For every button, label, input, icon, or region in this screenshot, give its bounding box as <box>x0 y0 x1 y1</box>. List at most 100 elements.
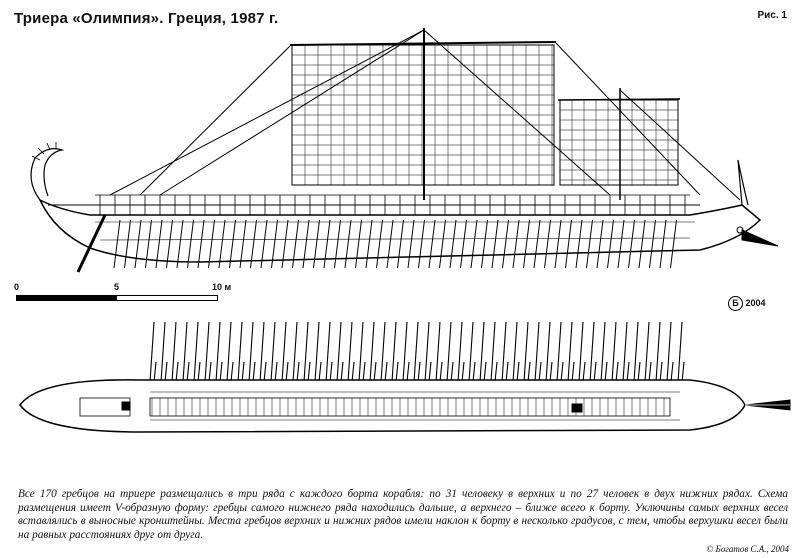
plan-oar <box>259 321 265 383</box>
side-oar <box>302 219 310 269</box>
plan-oar <box>303 321 309 383</box>
plan-oar <box>622 321 628 383</box>
side-oar <box>250 219 257 269</box>
side-oar <box>344 219 352 269</box>
plan-oar <box>413 321 419 383</box>
side-oar <box>449 219 457 269</box>
side-oar <box>460 219 467 269</box>
plan-oar <box>270 321 276 383</box>
side-oar <box>281 219 289 269</box>
plan-oar <box>380 321 386 383</box>
plan-oar <box>391 321 397 383</box>
side-view <box>30 28 779 273</box>
scale-bar: 0 5 10 м <box>14 282 244 312</box>
side-oar <box>670 219 677 269</box>
side-oar <box>208 219 215 269</box>
plan-oar <box>281 321 287 383</box>
scale-bar-graphic <box>16 295 218 301</box>
fore-sail <box>559 99 679 186</box>
side-oar <box>292 219 299 269</box>
plan-oar <box>325 321 331 383</box>
side-oar <box>565 219 572 269</box>
author-signature: Б 2004 <box>728 296 766 311</box>
plan-oar <box>435 321 441 383</box>
plan-oar <box>446 321 452 383</box>
side-oar <box>491 219 499 269</box>
plan-oar <box>523 321 529 383</box>
signature-year: 2004 <box>745 297 766 308</box>
side-oar <box>428 219 436 269</box>
side-oar <box>397 219 404 269</box>
plan-oar <box>545 321 551 383</box>
side-oar <box>628 219 635 269</box>
side-oar <box>596 219 604 269</box>
plan-oar <box>501 321 507 383</box>
plan-oar <box>358 321 364 383</box>
scale-label-0: 0 <box>14 282 20 292</box>
side-oar <box>439 219 446 269</box>
side-oar <box>271 219 278 269</box>
scale-label-10: 10 м <box>212 282 232 292</box>
side-oar <box>197 219 205 269</box>
plan-oar <box>424 321 430 383</box>
plan-oar <box>567 321 573 383</box>
side-oar <box>407 219 415 269</box>
side-oar <box>470 219 478 269</box>
plan-oar <box>292 321 298 383</box>
plan-oar <box>611 321 617 383</box>
plan-oar <box>490 321 496 383</box>
plan-oar <box>347 321 353 383</box>
plan-oar <box>677 321 683 383</box>
side-oar <box>260 219 268 269</box>
plan-oar <box>248 321 254 383</box>
plan-oar <box>237 321 243 383</box>
side-oar <box>355 219 362 269</box>
plan-oar <box>193 321 199 383</box>
plan-oar <box>644 321 650 383</box>
side-oar <box>586 219 593 269</box>
side-oar <box>617 219 625 269</box>
side-oar <box>134 219 142 269</box>
plan-oar <box>182 321 188 383</box>
side-oar <box>376 219 383 269</box>
side-oar <box>218 219 226 269</box>
plan-oar <box>479 321 485 383</box>
plan-oar <box>226 321 232 383</box>
plan-oar <box>204 321 210 383</box>
plan-oar <box>171 321 177 383</box>
side-oar <box>155 219 163 269</box>
plan-oar <box>314 321 320 383</box>
side-oar <box>166 219 173 269</box>
copyright-credit: © Богатов С.А., 2004 <box>706 544 789 554</box>
diagram-title: Триера «Олимпия». Греция, 1987 г. <box>14 10 279 27</box>
side-oar <box>533 219 541 269</box>
plan-oar <box>215 321 221 383</box>
side-oar <box>176 219 184 269</box>
plan-oar <box>633 321 639 383</box>
side-oar <box>649 219 656 269</box>
side-oar <box>187 219 194 269</box>
plan-oar <box>534 321 540 383</box>
plan-view <box>19 321 791 433</box>
side-oar <box>386 219 394 269</box>
side-oar <box>313 219 320 269</box>
side-oar <box>659 219 667 269</box>
side-oar <box>607 219 614 269</box>
side-oar <box>365 219 373 269</box>
side-oar <box>124 219 131 269</box>
side-oar <box>512 219 520 269</box>
side-oar <box>113 219 121 269</box>
diagram-caption: Все 170 гребцов на триере размещались в … <box>18 488 788 541</box>
plan-oar <box>160 321 166 383</box>
plan-oar <box>457 321 463 383</box>
side-oar <box>523 219 530 269</box>
plan-oar <box>578 321 584 383</box>
scale-label-5: 5 <box>114 282 120 292</box>
side-oar <box>554 219 562 269</box>
side-oar <box>418 219 425 269</box>
side-oar <box>239 219 247 269</box>
figure-label: Рис. 1 <box>757 10 788 21</box>
side-oar <box>544 219 551 269</box>
side-oar <box>334 219 341 269</box>
